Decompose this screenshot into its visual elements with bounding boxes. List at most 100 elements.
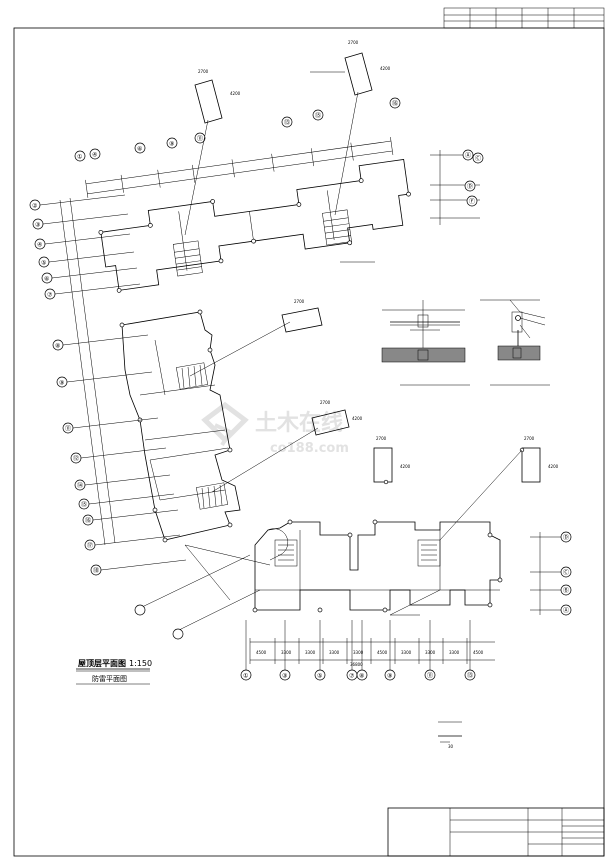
right-axis-bubbles-top: Ⓐ Ⓒ Ⓓ Ⓕ xyxy=(430,149,484,225)
svg-text:30: 30 xyxy=(448,744,454,749)
dim-label: 3300 xyxy=(425,650,436,655)
axis-label: ③ xyxy=(35,222,40,229)
axis-line xyxy=(62,334,149,346)
svg-text:2700: 2700 xyxy=(524,436,535,441)
dim-label: 3300 xyxy=(305,650,316,655)
axis-line xyxy=(80,447,167,459)
axis-label: ⑫ xyxy=(73,455,79,463)
dim-label: 3300 xyxy=(353,650,364,655)
svg-text:2700: 2700 xyxy=(376,436,387,441)
dim-label: 4500 xyxy=(256,650,267,655)
axis-label: ⑱ xyxy=(93,567,99,575)
axis-line xyxy=(94,534,181,546)
svg-text:4200: 4200 xyxy=(230,91,241,96)
axis-line xyxy=(100,559,187,571)
axis-label: ⑧ xyxy=(55,343,60,350)
svg-text:⑥: ⑥ xyxy=(137,146,142,153)
axis-label: ⑬ xyxy=(467,672,473,680)
svg-text:2700: 2700 xyxy=(348,40,359,45)
axis-bubble xyxy=(34,238,46,250)
dim-label: 3300 xyxy=(281,650,292,655)
svg-text:⑬: ⑬ xyxy=(284,119,290,127)
svg-text:Ⓓ: Ⓓ xyxy=(563,534,569,542)
axis-label: ⑰ xyxy=(87,542,93,550)
svg-text:Ⓒ: Ⓒ xyxy=(475,155,481,163)
axis-line xyxy=(66,371,153,383)
bottom-wing-plan xyxy=(184,519,503,616)
svg-text:⑨: ⑨ xyxy=(169,141,174,148)
title-sub: 防雷平面图 xyxy=(92,674,127,683)
axis-line xyxy=(72,417,159,429)
axis-bubble xyxy=(240,669,252,681)
detail-box-f: 2700 4200 xyxy=(439,436,559,541)
title-main: 屋顶层平面图 xyxy=(78,658,126,668)
drawing-title: 屋顶层平面图 1:150 防雷平面图 xyxy=(76,658,152,685)
left-wing-plan xyxy=(119,309,241,543)
axis-bubble xyxy=(32,218,44,230)
title-block xyxy=(387,807,605,857)
axis-bubble xyxy=(74,479,86,491)
sheet-border xyxy=(13,27,605,857)
axis-label: ① xyxy=(243,673,248,680)
svg-text:Ⓒ: Ⓒ xyxy=(563,569,569,577)
detail-section-1 xyxy=(381,300,470,386)
axis-bubble xyxy=(84,539,96,551)
detail-box-a: 2700 4200 xyxy=(184,69,241,236)
axis-line xyxy=(42,213,129,225)
svg-text:4200: 4200 xyxy=(548,464,559,469)
svg-text:Ⓐ: Ⓐ xyxy=(465,152,471,160)
svg-text:⑮: ⑮ xyxy=(315,112,321,120)
svg-text:Ⓑ: Ⓑ xyxy=(563,587,569,595)
detail-box-d: 2700 4200 xyxy=(211,400,363,493)
axis-bubble xyxy=(52,339,64,351)
dim-label: 3300 xyxy=(329,650,340,655)
axis-label: ⑮ xyxy=(81,501,87,509)
svg-text:4200: 4200 xyxy=(380,66,391,71)
axis-label: ⑧ xyxy=(359,673,364,680)
axis-label: ⑨ xyxy=(387,673,392,680)
axis-bubble xyxy=(38,256,50,268)
axis-line xyxy=(51,267,138,279)
detail-box-e: 2700 4200 xyxy=(373,436,411,485)
axis-bubble xyxy=(44,288,56,300)
top-wing-plan xyxy=(85,137,411,293)
axis-label: ⑦ xyxy=(47,292,53,299)
axis-label: ⑦ xyxy=(349,673,355,680)
dim-label: 3300 xyxy=(449,650,460,655)
axis-bubble xyxy=(56,376,68,388)
axis-label: ⑤ xyxy=(41,260,46,267)
svg-text:Ⓐ: Ⓐ xyxy=(563,607,569,615)
axis-label: ⑪ xyxy=(427,672,433,680)
axis-label: ④ xyxy=(37,242,42,249)
svg-text:④: ④ xyxy=(92,152,97,159)
axis-line xyxy=(39,194,126,206)
axis-bubble xyxy=(464,669,476,681)
axis-bubble xyxy=(82,514,94,526)
dim-label: 4500 xyxy=(473,650,484,655)
right-axis-bubbles-bottom: Ⓓ Ⓒ Ⓑ Ⓐ xyxy=(530,531,572,616)
axis-bubble xyxy=(29,199,41,211)
detail-section-2 xyxy=(480,299,550,386)
svg-text:2700: 2700 xyxy=(320,400,331,405)
axis-label: ⑨ xyxy=(59,380,64,387)
revision-table xyxy=(443,7,605,29)
axis-bubble xyxy=(62,422,74,434)
diagonal-dimension xyxy=(134,554,261,640)
axis-label: ③ xyxy=(282,673,287,680)
axis-bubble xyxy=(90,564,102,576)
top-axis-bubbles: ① ④ ⑥ ⑨ ⑪ ⑬ ⑮ ⑯ xyxy=(74,97,401,162)
svg-text:36800: 36800 xyxy=(350,662,363,667)
axis-label: ② xyxy=(32,203,38,210)
detail-box-c: 2700 xyxy=(189,299,323,377)
axis-line xyxy=(44,233,131,245)
detail-box-b: 2700 4200 xyxy=(310,40,391,216)
axis-label: ⑭ xyxy=(77,482,83,490)
axis-label: ⑥ xyxy=(44,276,49,283)
svg-text:Ⓕ: Ⓕ xyxy=(469,198,475,206)
axis-bubble xyxy=(78,498,90,510)
svg-text:⑪: ⑪ xyxy=(197,135,203,143)
axis-line xyxy=(84,474,171,486)
title-scale: 1:150 xyxy=(129,659,152,668)
